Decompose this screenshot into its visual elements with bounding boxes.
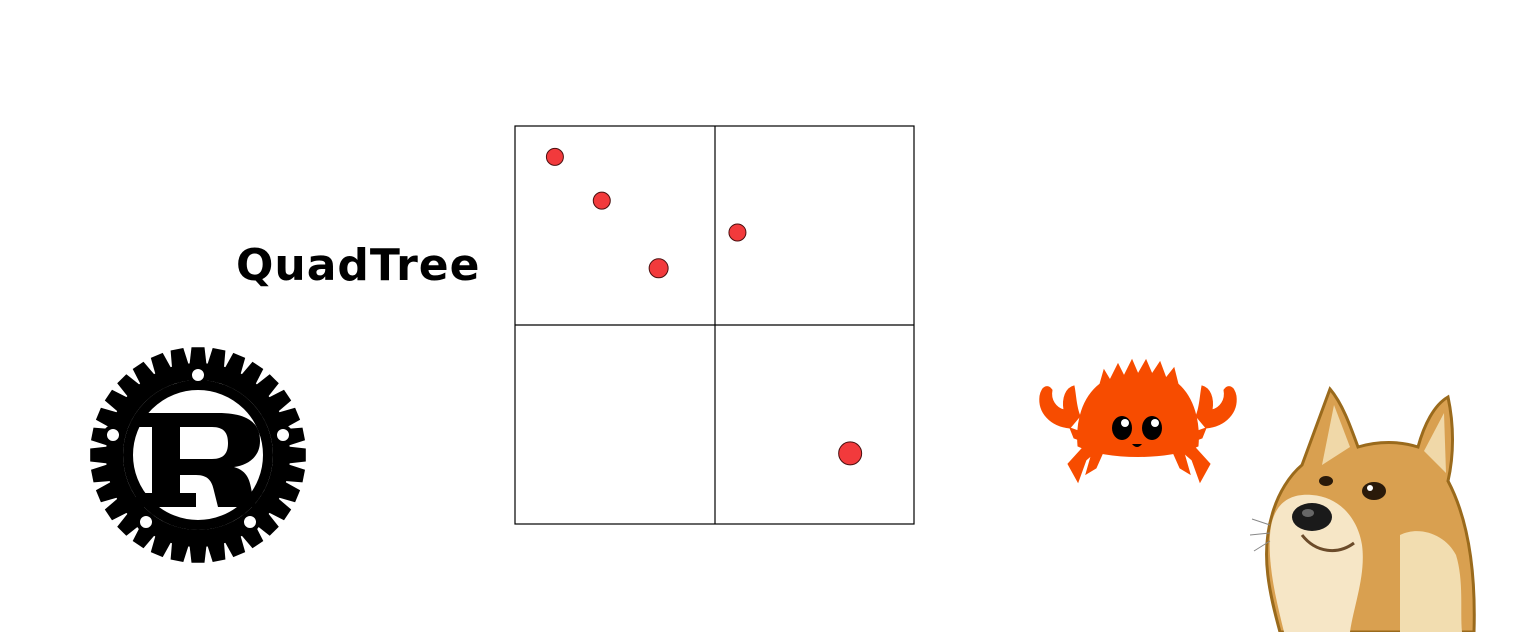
- rust-logo-icon: [90, 347, 306, 563]
- data-point: [592, 191, 611, 210]
- doge-icon: [1250, 386, 1476, 632]
- data-point: [648, 258, 669, 279]
- data-point: [728, 223, 747, 242]
- diagram-title: QuadTree: [236, 240, 481, 291]
- data-point: [545, 147, 564, 166]
- ferris-crab-icon: [1039, 358, 1237, 484]
- data-point: [838, 441, 863, 466]
